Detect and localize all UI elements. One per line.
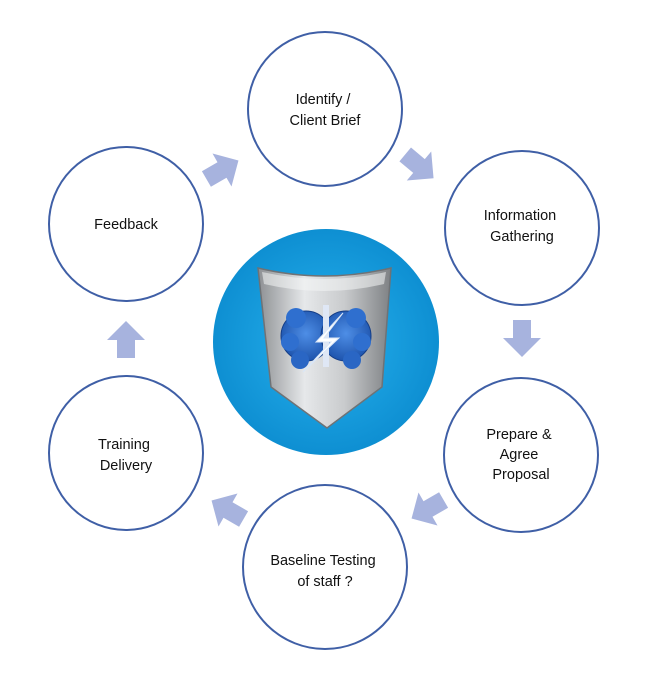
arrow-proposal-to-baseline xyxy=(411,492,449,526)
arrow-baseline-to-training xyxy=(211,493,249,527)
step-label: Identify / Client Brief xyxy=(290,92,362,129)
step-training-delivery: Training Delivery xyxy=(48,375,204,531)
arrow-information-to-proposal xyxy=(503,320,541,357)
arrow-training-to-feedback xyxy=(107,321,145,358)
step-information-gathering: Information Gathering xyxy=(444,150,600,306)
step-prepare-proposal: Prepare & Agree Proposal xyxy=(443,377,599,533)
step-feedback: Feedback xyxy=(48,146,204,302)
arrow-identify-to-information xyxy=(399,147,434,181)
step-label: Training Delivery xyxy=(98,437,154,474)
step-label: Baseline Testing of staff ? xyxy=(270,553,379,590)
arrow-feedback-to-identify xyxy=(201,153,239,187)
step-circle xyxy=(443,377,599,533)
step-circle xyxy=(48,146,204,302)
step-label: Feedback xyxy=(94,217,158,233)
step-circle xyxy=(444,150,600,306)
cycle-arrows xyxy=(107,147,541,527)
step-label: Prepare & Agree Proposal xyxy=(486,427,555,483)
step-identify: Identify / Client Brief xyxy=(247,31,403,187)
lightning-bolt-icon xyxy=(302,312,344,373)
step-circle xyxy=(48,375,204,531)
step-circle xyxy=(242,484,408,650)
step-baseline-testing: Baseline Testing of staff ? xyxy=(242,484,408,650)
step-label: Information Gathering xyxy=(484,208,561,245)
center-emblem xyxy=(213,229,439,455)
shield-highlight xyxy=(262,272,386,291)
brain-icon xyxy=(280,305,372,369)
step-circle xyxy=(247,31,403,187)
